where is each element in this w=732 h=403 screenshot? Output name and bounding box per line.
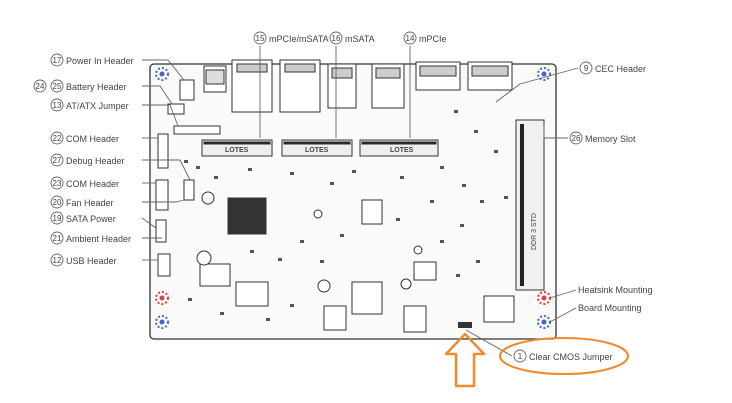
callout-number: 19: [53, 214, 62, 223]
slot-label-3: LOTES: [390, 147, 414, 154]
memory-silkscreen: DDR 3 STD: [531, 213, 538, 250]
callout-msata: 16 mSATA: [329, 31, 375, 45]
callout-com-header-1: 22 COM Header: [50, 131, 119, 145]
callout-debug-header: 27 Debug Header: [50, 153, 125, 167]
callout-label: Clear CMOS Jumper: [529, 352, 613, 362]
callout-label: mPCIe: [419, 34, 447, 44]
memory-slot-contacts: [520, 124, 524, 286]
callout-sata-power: 19 SATA Power: [50, 211, 116, 225]
callout-clear-cmos-jumper: 1 Clear CMOS Jumper: [513, 349, 613, 363]
callout-label: Power In Header: [66, 56, 134, 66]
callout-label: SATA Power: [66, 214, 116, 224]
callout-label: AT/ATX Jumper: [66, 101, 129, 111]
callout-number: 1: [518, 352, 523, 361]
callout-mpcie-msata: 15 mPCIe/mSATA: [253, 31, 329, 45]
callout-number: 15: [256, 34, 265, 43]
slot-label-2: LOTES: [305, 147, 329, 154]
rear-io-connectors: [203, 59, 513, 113]
callout-number: 25: [53, 82, 62, 91]
callout-number: 14: [406, 34, 415, 43]
leader-lines: [141, 46, 579, 357]
callout-number: 13: [53, 101, 62, 110]
callout-number: 16: [332, 34, 341, 43]
board-components: [196, 191, 515, 333]
callout-com-header-2: 23 COM Header: [50, 176, 119, 190]
label-heatsink-mounting: Heatsink Mounting: [578, 285, 653, 295]
callout-label: CEC Header: [595, 64, 646, 74]
callout-memory-slot: 26 Memory Slot: [569, 131, 636, 145]
small-components: [184, 110, 508, 321]
mounting-holes: [155, 67, 551, 329]
left-headers: [155, 103, 221, 277]
callout-label: Fan Header: [66, 198, 114, 208]
label-board-mounting: Board Mounting: [578, 303, 642, 313]
slot-label-1: LOTES: [225, 147, 249, 154]
callout-number: 21: [53, 234, 62, 243]
mounting-hole-icon: [155, 67, 169, 81]
callout-number: 27: [53, 156, 62, 165]
clear-cmos-highlight: [499, 337, 629, 375]
callout-label: Memory Slot: [585, 134, 636, 144]
callout-number: 26: [572, 134, 581, 143]
mini-slots: [201, 139, 439, 157]
callout-at-atx-jumper: 13 AT/ATX Jumper: [50, 98, 129, 112]
callout-label: COM Header: [66, 179, 119, 189]
callout-label: COM Header: [66, 134, 119, 144]
callout-number: 17: [53, 56, 62, 65]
mounting-hole-icon: [155, 291, 169, 305]
callout-number: 22: [53, 134, 62, 143]
callout-usb-header: 12 USB Header: [50, 253, 117, 267]
highlight-arrow-icon: [444, 332, 486, 388]
power-in-header-part: [179, 79, 195, 101]
callout-power-in-header: 17 Power In Header: [50, 53, 134, 67]
callout-mpcie: 14 mPCIe: [403, 31, 447, 45]
callout-label: mPCIe/mSATA: [269, 34, 329, 44]
callout-fan-header: 20 Fan Header: [50, 195, 114, 209]
callout-number: 12: [53, 256, 62, 265]
clear-cmos-jumper-part: [458, 322, 472, 328]
callout-label: Debug Header: [66, 156, 125, 166]
callout-label: mSATA: [345, 34, 375, 44]
callout-number: 23: [53, 179, 62, 188]
callout-ambient-header: 21 Ambient Header: [50, 231, 131, 245]
callout-number: 20: [53, 198, 62, 207]
callout-cec-header: 9 CEC Header: [579, 61, 646, 75]
callout-label: Ambient Header: [66, 234, 131, 244]
callout-label: USB Header: [66, 256, 117, 266]
mounting-hole-icon: [155, 315, 169, 329]
mounting-hole-icon: [537, 67, 551, 81]
callout-number: 24: [36, 82, 45, 91]
callout-battery-header: 24 25 Battery Header: [33, 79, 127, 93]
callout-label: Battery Header: [66, 82, 127, 92]
callout-number: 9: [584, 64, 589, 73]
